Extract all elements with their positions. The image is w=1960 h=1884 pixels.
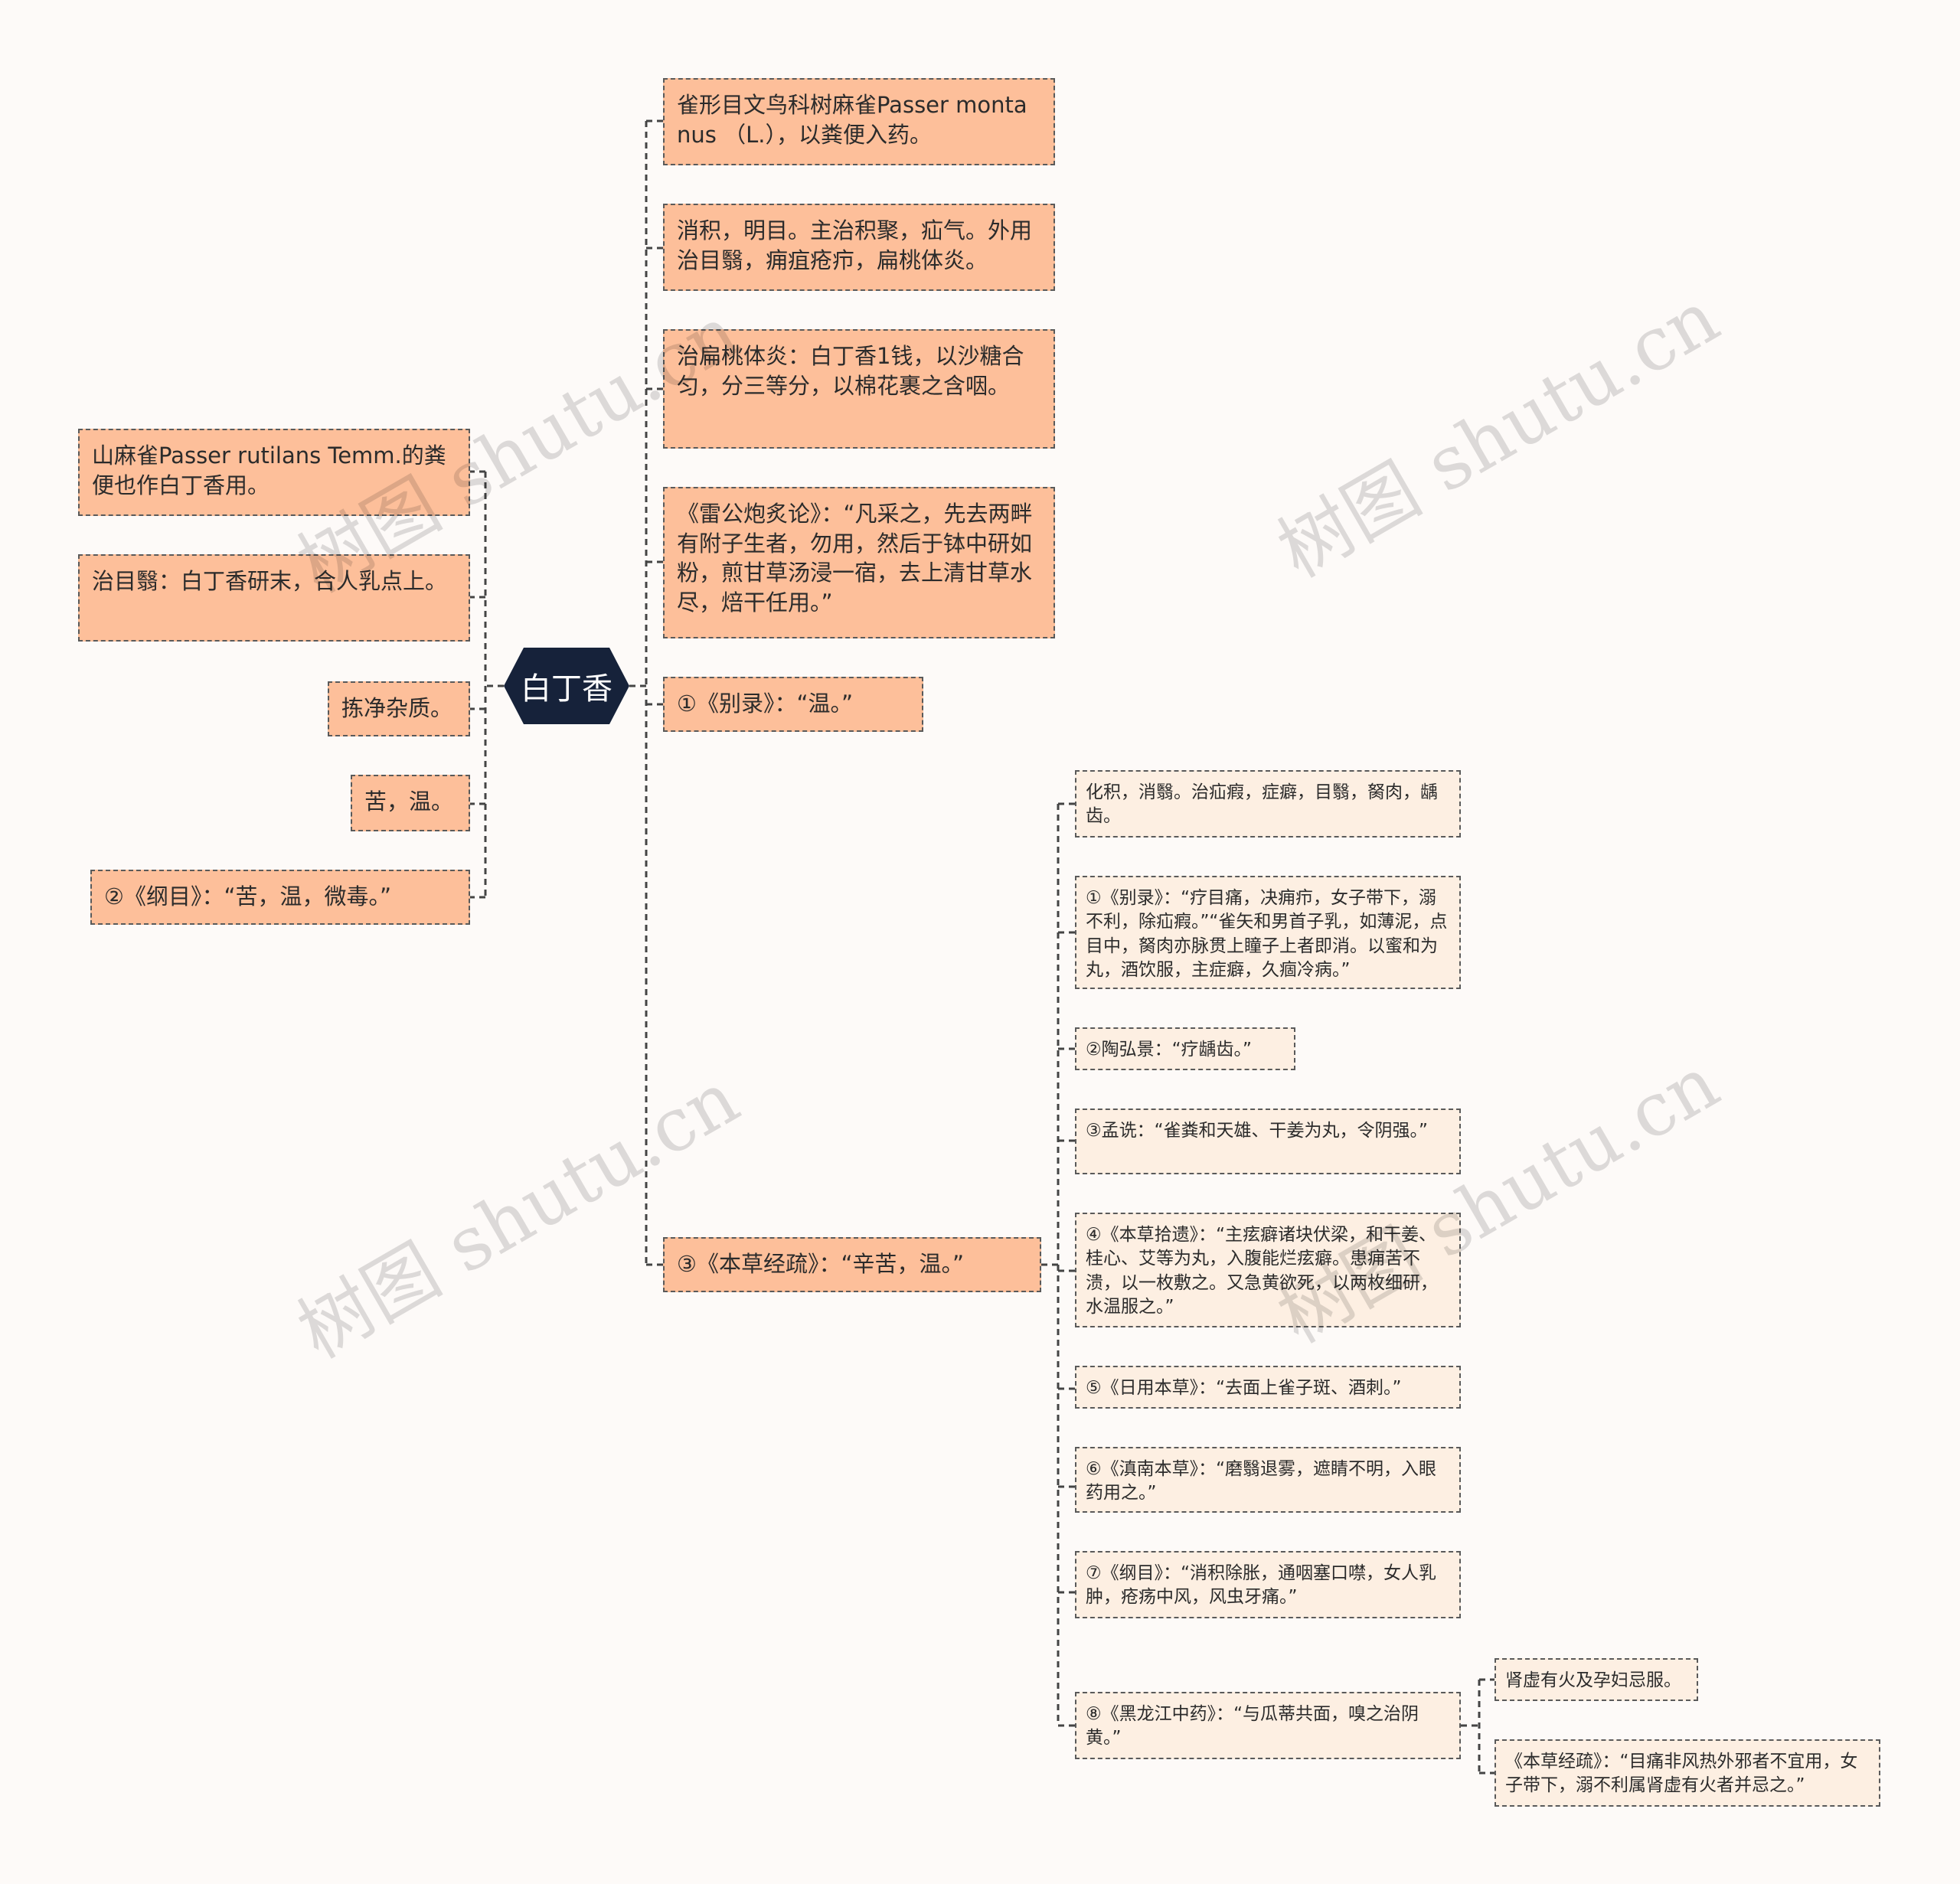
sub-node-2[interactable]: ①《别录》：“疗目痛，决痈疖，女子带下，溺不利，除疝瘕。”“雀矢和男首子乳，如薄… [1075,876,1461,989]
right-node-5[interactable]: ①《别录》：“温。” [663,677,923,732]
sub-node-5[interactable]: ④《本草拾遗》：“主痃癖诸块伏梁，和干姜、桂心、艾等为丸，入腹能烂痃癖。患痈苦不… [1075,1213,1461,1327]
root-label: 白丁香 [521,671,612,707]
leaf-node-1[interactable]: 肾虚有火及孕妇忌服。 [1494,1658,1698,1701]
left-node-5[interactable]: ②《纲目》：“苦，温，微毒。” [90,870,470,925]
root-hexagon-shape [504,648,629,724]
sub-node-3[interactable]: ②陶弘景：“疗龋齿。” [1075,1027,1295,1070]
right-node-6[interactable]: ③《本草经疏》：“辛苦，温。” [663,1237,1041,1292]
right-node-2[interactable]: 消积，明目。主治积聚，疝气。外用治目翳，痈疽疮疖，扁桃体炎。 [663,204,1055,291]
right-node-1[interactable]: 雀形目文鸟科树麻雀Passer montanus （L.），以粪便入药。 [663,78,1055,165]
sub-node-9[interactable]: ⑧《黑龙江中药》：“与瓜蒂共面，嗅之治阴黄。” [1075,1692,1461,1759]
left-node-2[interactable]: 治目翳：白丁香研末，合人乳点上。 [78,554,470,642]
sub-node-7[interactable]: ⑥《滇南本草》：“磨翳退雾，遮睛不明，入眼药用之。” [1075,1447,1461,1513]
sub-node-1[interactable]: 化积，消翳。治疝瘕，症癖，目翳，胬肉，龋齿。 [1075,770,1461,838]
sub-node-6[interactable]: ⑤《日用本草》：“去面上雀子斑、酒刺。” [1075,1366,1461,1409]
left-node-3[interactable]: 拣净杂质。 [328,681,470,736]
right-node-3[interactable]: 治扁桃体炎：白丁香1钱，以沙糖合匀，分三等分，以棉花裹之含咽。 [663,329,1055,449]
right-node-4[interactable]: 《雷公炮炙论》：“凡采之，先去两畔有附子生者，勿用，然后于钵中研如粉，煎甘草汤浸… [663,487,1055,638]
sub-node-8[interactable]: ⑦《纲目》：“消积除胀，通咽塞口噤，女人乳肿，疮疡中风，风虫牙痛。” [1075,1551,1461,1618]
sub-node-4[interactable]: ③孟诜：“雀粪和天雄、干姜为丸，令阴强。” [1075,1109,1461,1174]
leaf-node-2[interactable]: 《本草经疏》：“目痛非风热外邪者不宜用，女子带下，溺不利属肾虚有火者并忌之。” [1494,1739,1880,1807]
left-node-4[interactable]: 苦，温。 [351,775,470,831]
left-node-1[interactable]: 山麻雀Passer rutilans Temm.的粪便也作白丁香用。 [78,429,470,516]
root-node[interactable]: 白丁香 [504,648,629,724]
